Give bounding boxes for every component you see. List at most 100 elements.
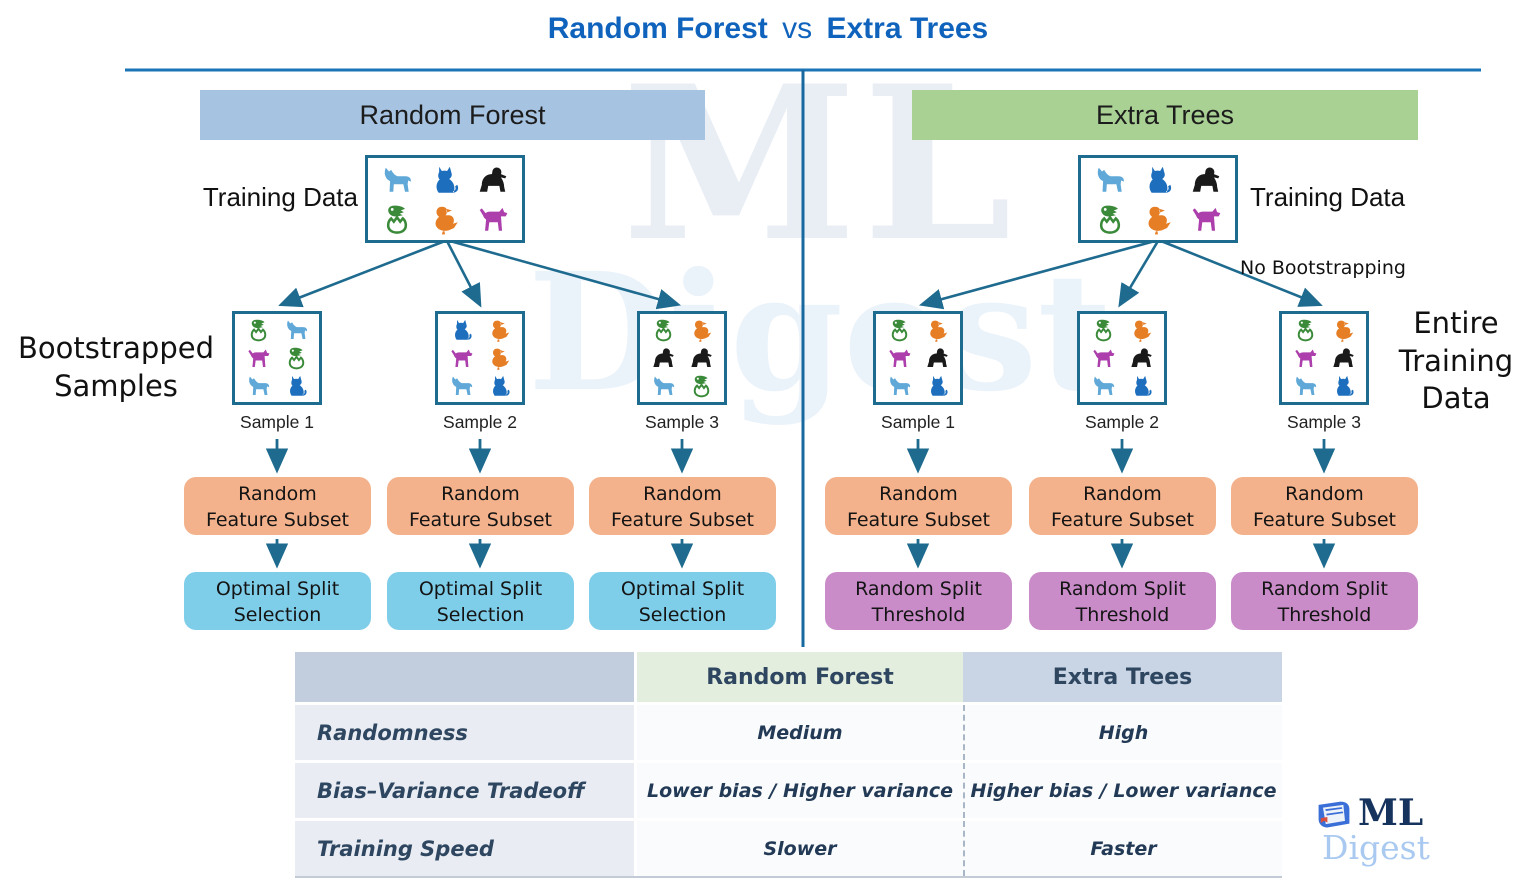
threshold-line1: Random Split — [1261, 578, 1388, 601]
gorilla-icon — [1186, 163, 1226, 197]
threshold-line2: Threshold — [871, 604, 966, 626]
ml-digest-logo: ML Digest — [1312, 792, 1452, 876]
split-line1: Optimal Split — [620, 578, 745, 601]
table-row-label-randomness: Randomness — [295, 705, 637, 760]
dino-icon — [1087, 317, 1120, 343]
split-line2: Selection — [638, 604, 727, 626]
dino-icon — [647, 317, 680, 343]
dog-icon — [1087, 345, 1120, 371]
duck-icon — [1125, 317, 1158, 343]
cat-icon — [921, 373, 954, 399]
dog-icon — [1186, 202, 1226, 236]
duck-icon — [685, 317, 718, 343]
extra-trees-header: Extra Trees — [912, 90, 1418, 140]
subset-line1: Random — [238, 483, 317, 506]
gorilla-icon — [647, 345, 680, 371]
sample2-box-left — [435, 311, 525, 405]
arrow-training-to-sample3-left — [449, 239, 682, 310]
subset-line2: Feature Subset — [1252, 509, 1397, 531]
gorilla-icon — [473, 163, 513, 197]
sample3-animals-right — [1282, 314, 1366, 402]
gorilla-icon — [921, 345, 954, 371]
duck-icon — [483, 345, 516, 371]
optimal-split-selection-box-3: Optimal Split Selection — [589, 572, 776, 630]
table-value-et-bias-variance: Higher bias / Lower variance — [963, 763, 1282, 818]
comparison-table: Random Forest Extra Trees Randomness Med… — [295, 652, 1282, 878]
threshold-line2: Threshold — [1277, 604, 1372, 626]
title-random-forest: Random Forest — [547, 12, 768, 45]
subset-line1: Random — [1083, 483, 1162, 506]
gorilla-icon — [685, 345, 718, 371]
dog-icon — [242, 345, 275, 371]
entire-line1: Entire — [1413, 306, 1499, 340]
wolf-icon — [377, 163, 417, 197]
random-feature-subset-box-left-3: Random Feature Subset — [589, 477, 776, 535]
split-line1: Optimal Split — [215, 578, 340, 601]
random-feature-subset-box-left-1: Random Feature Subset — [184, 477, 371, 535]
random-split-threshold-box-3: Random Split Threshold — [1231, 572, 1418, 630]
bootstrapped-samples-label: Bootstrapped Samples — [2, 330, 230, 405]
bootstrapped-line2: Samples — [54, 368, 178, 403]
wolf-icon — [280, 317, 313, 343]
cat-icon — [280, 373, 313, 399]
title-extra-trees: Extra Trees — [826, 12, 989, 45]
wolf-icon — [242, 373, 275, 399]
subset-line1: Random — [879, 483, 958, 506]
sample2-label-left: Sample 2 — [443, 412, 517, 432]
arrow-training-to-sample1-right — [918, 239, 1156, 310]
sample2-box-right — [1077, 311, 1167, 405]
arrow-training-to-sample2-right — [1118, 240, 1160, 308]
wolf-icon — [883, 373, 916, 399]
random-forest-header: Random Forest — [200, 90, 705, 140]
split-line2: Selection — [233, 604, 322, 626]
duck-icon — [425, 202, 465, 236]
cat-icon — [483, 373, 516, 399]
dog-icon — [473, 202, 513, 236]
table-value-rf-training-speed: Slower — [637, 821, 963, 876]
dog-icon — [1289, 345, 1322, 371]
subset-line2: Feature Subset — [846, 509, 991, 531]
dino-icon — [1090, 202, 1130, 236]
sample1-animals-right — [876, 314, 960, 402]
dino-icon — [685, 373, 718, 399]
book-icon — [1318, 801, 1350, 828]
random-feature-subset-box-right-2: Random Feature Subset — [1029, 477, 1216, 535]
dino-icon — [883, 317, 916, 343]
table-header-empty — [295, 652, 637, 702]
optimal-split-selection-box-2: Optimal Split Selection — [387, 572, 574, 630]
subset-line2: Feature Subset — [1050, 509, 1195, 531]
random-feature-subset-box-left-2: Random Feature Subset — [387, 477, 574, 535]
gorilla-icon — [1125, 345, 1158, 371]
table-value-et-training-speed: Faster — [963, 821, 1282, 876]
sample1-box-left — [232, 311, 322, 405]
table-value-rf-bias-variance: Lower bias / Higher variance — [637, 763, 963, 818]
table-value-et-randomness: High — [963, 705, 1282, 760]
subset-line1: Random — [1285, 483, 1364, 506]
sample2-animals-right — [1080, 314, 1164, 402]
threshold-line1: Random Split — [855, 578, 982, 601]
subset-line1: Random — [643, 483, 722, 506]
sample3-box-left — [637, 311, 727, 405]
random-split-threshold-box-1: Random Split Threshold — [825, 572, 1012, 630]
threshold-line2: Threshold — [1075, 604, 1170, 626]
dino-icon — [242, 317, 275, 343]
dino-icon — [1289, 317, 1322, 343]
wolf-icon — [1090, 163, 1130, 197]
sample3-label-left: Sample 3 — [645, 412, 719, 432]
table-header-extra-trees: Extra Trees — [963, 652, 1282, 702]
subset-line1: Random — [441, 483, 520, 506]
split-line1: Optimal Split — [418, 578, 543, 601]
table-row-label-bias-variance: Bias–Variance Tradeoff — [295, 763, 637, 818]
training-data-label-right: Training Data — [1250, 182, 1406, 212]
wolf-icon — [445, 373, 478, 399]
training-data-label-left: Training Data — [202, 182, 358, 212]
sample1-label-right: Sample 1 — [881, 412, 955, 432]
dino-icon — [377, 202, 417, 236]
entire-line3: Data — [1421, 381, 1491, 416]
training-animals-grid-right — [1081, 158, 1235, 240]
subset-line2: Feature Subset — [610, 509, 755, 531]
subset-line2: Feature Subset — [408, 509, 553, 531]
bootstrapped-line1: Bootstrapped — [18, 331, 214, 365]
wolf-icon — [1087, 373, 1120, 399]
split-line2: Selection — [436, 604, 525, 626]
